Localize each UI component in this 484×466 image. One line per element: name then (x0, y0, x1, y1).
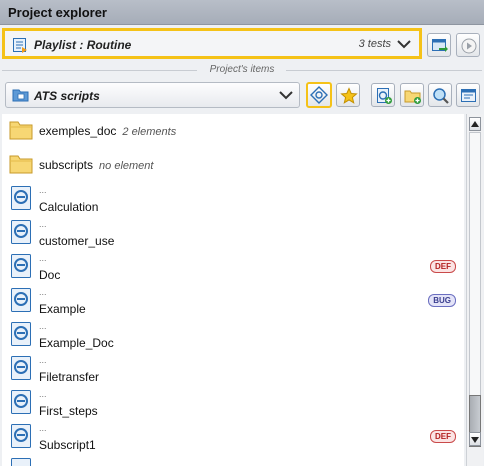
folder-script-icon (12, 89, 29, 102)
play-button[interactable] (456, 33, 480, 57)
new-folder-button[interactable] (400, 83, 424, 107)
playlist-test-count: 3 tests (358, 38, 391, 50)
scroll-track[interactable] (469, 132, 481, 447)
favorite-star-icon (340, 87, 358, 104)
script-icon (11, 322, 31, 346)
defect-badge: DEF (430, 430, 456, 443)
list-item[interactable]: ... Filetransfer (2, 352, 464, 386)
playlist-selector[interactable]: Playlist : Routine 3 tests (2, 28, 422, 59)
playlist-icon (13, 38, 27, 53)
item-prefix: ... (39, 253, 47, 263)
new-script-icon (377, 88, 392, 104)
script-icon (11, 186, 31, 210)
add-to-playlist-button[interactable] (427, 33, 451, 57)
bug-badge: BUG (428, 294, 456, 307)
list-item[interactable]: ... Example_Doc (2, 318, 464, 352)
folder-icon (9, 121, 33, 140)
item-prefix: ... (39, 355, 47, 365)
panel-header: Project explorer (0, 0, 484, 25)
chevron-down-icon (279, 91, 293, 100)
search-icon (433, 88, 449, 104)
script-icon (11, 458, 31, 466)
script-icon (11, 390, 31, 414)
item-prefix: ... (39, 321, 47, 331)
arrow-up-icon (471, 121, 479, 127)
item-prefix: ... (39, 287, 47, 297)
list-scrollbar[interactable] (466, 114, 483, 466)
script-icon (11, 356, 31, 380)
list-item[interactable]: ... Doc DEF (2, 250, 464, 284)
locate-button[interactable] (306, 82, 332, 108)
arrow-down-icon (471, 437, 479, 443)
item-name: customer_use (39, 234, 115, 248)
scripts-selector[interactable]: ATS scripts (5, 82, 300, 108)
item-name: Doc (39, 268, 61, 282)
section-divider: Project's items (0, 64, 484, 76)
item-prefix: ... (39, 185, 47, 195)
properties-icon (461, 89, 476, 102)
folder-icon (9, 155, 33, 174)
new-folder-icon (404, 90, 421, 104)
item-prefix: ... (39, 219, 47, 229)
play-icon (461, 38, 477, 54)
chevron-down-icon (397, 40, 411, 49)
playlist-name: Playlist : Routine (34, 38, 132, 52)
item-name: Example (39, 302, 86, 316)
list-item[interactable] (2, 454, 464, 466)
scroll-down-button[interactable] (469, 432, 481, 446)
new-script-button[interactable] (371, 83, 395, 107)
list-item[interactable]: ... First_steps (2, 386, 464, 420)
item-meta: 2 elements (122, 126, 177, 138)
item-name: First_steps (39, 404, 98, 418)
section-label: Project's items (209, 64, 275, 75)
list-item[interactable]: ... Calculation (2, 182, 464, 216)
item-meta: no element (99, 160, 154, 172)
panel-title: Project explorer (8, 5, 107, 20)
script-icon (11, 254, 31, 278)
search-button[interactable] (428, 83, 452, 107)
item-prefix: ... (39, 423, 47, 433)
scroll-up-button[interactable] (469, 117, 481, 131)
script-icon (11, 288, 31, 312)
item-name: Calculation (39, 200, 99, 214)
item-name: Subscript1 (39, 438, 96, 452)
add-to-playlist-icon (432, 39, 448, 52)
scripts-selector-label: ATS scripts (34, 89, 100, 103)
properties-button[interactable] (456, 83, 480, 107)
defect-badge: DEF (430, 260, 456, 273)
favorites-button[interactable] (336, 83, 360, 107)
item-prefix: ... (39, 389, 47, 399)
list-item[interactable]: ... Subscript1 DEF (2, 420, 464, 454)
locate-icon (310, 86, 328, 104)
script-icon (11, 424, 31, 448)
item-name: Filetransfer (39, 370, 100, 384)
list-item[interactable]: ... Example BUG (2, 284, 464, 318)
item-name: Example_Doc (39, 336, 114, 350)
list-item[interactable]: ... customer_use (2, 216, 464, 250)
script-icon (11, 220, 31, 244)
